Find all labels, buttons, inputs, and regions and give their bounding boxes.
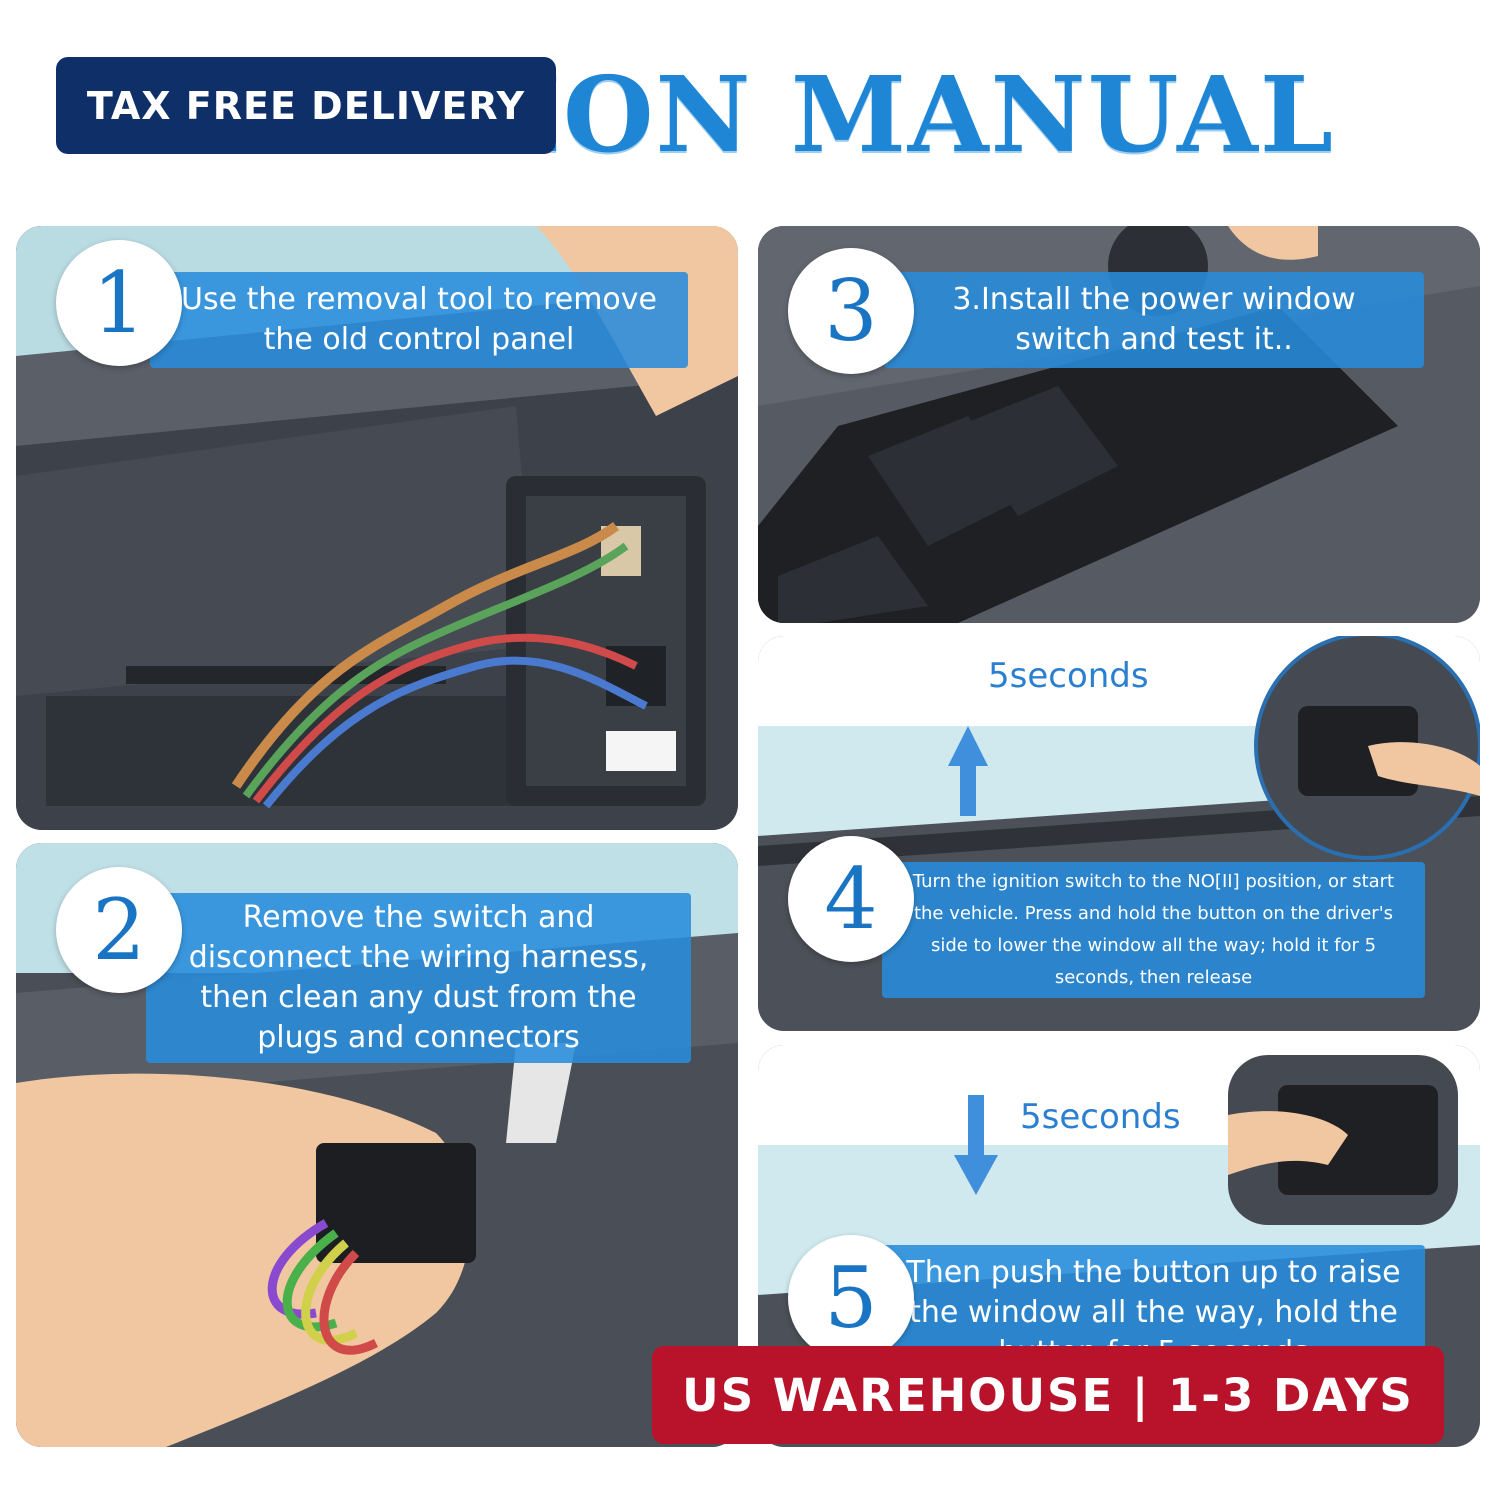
- step-4-panel: 5seconds 4 Turn the ignition switch to t…: [758, 636, 1480, 1031]
- tax-free-delivery-badge: TAX FREE DELIVERY: [56, 57, 556, 154]
- step-3-panel: 3 3.Install the power window switch and …: [758, 226, 1480, 623]
- us-warehouse-badge: US WAREHOUSE | 1-3 DAYS: [652, 1346, 1444, 1444]
- step-5-hint: 5seconds: [1020, 1097, 1181, 1137]
- step-2-number: 2: [56, 867, 182, 993]
- step-2-caption: Remove the switch and disconnect the wir…: [146, 893, 691, 1063]
- step-3-number: 3: [788, 248, 914, 374]
- step-1-number: 1: [56, 240, 182, 366]
- step-2-panel: 2 Remove the switch and disconnect the w…: [16, 843, 738, 1447]
- step-5-caption: Then push the button up to raise the win…: [882, 1245, 1425, 1365]
- step-4-hint: 5seconds: [988, 656, 1149, 696]
- step-1-caption: Use the removal tool to remove the old c…: [150, 272, 688, 368]
- step-5-number: 5: [788, 1235, 914, 1361]
- step-3-caption: 3.Install the power window switch and te…: [884, 272, 1424, 368]
- step-4-caption: Turn the ignition switch to the NO[II] p…: [882, 862, 1425, 998]
- step-1-panel: 1 Use the removal tool to remove the old…: [16, 226, 738, 830]
- step-4-number: 4: [788, 836, 914, 962]
